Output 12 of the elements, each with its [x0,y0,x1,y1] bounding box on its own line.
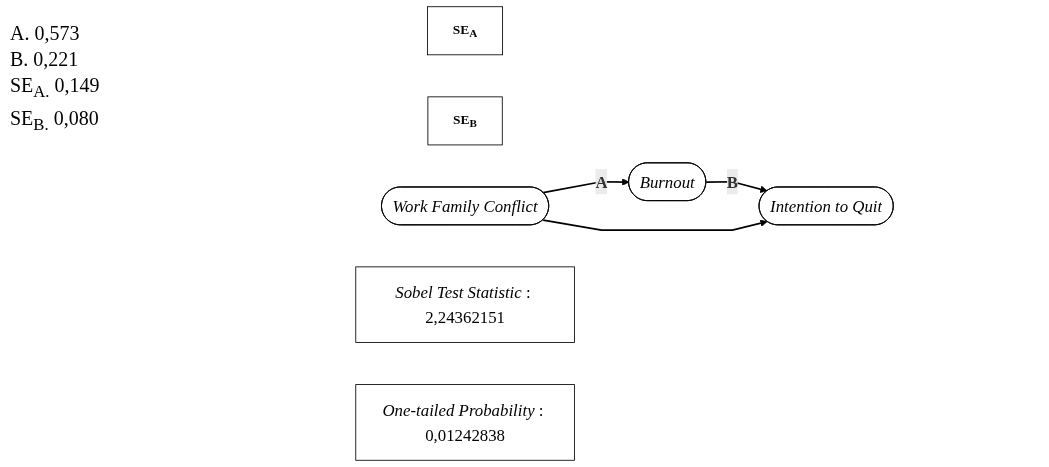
node-box: SE$_{A}$ [427,6,504,56]
node-box: Sobel Test Statistic : 2,24362151 [355,266,575,343]
coefficient-value: B. 0,221 [10,47,80,72]
coefficient-value: SE$_{B.}$ 0,080 [10,106,100,136]
node-box: SE$_{B}$ [427,96,503,146]
node-box: One-tailed Probability : 0,01242838 [355,384,575,461]
arrow [542,219,768,231]
edge-label: A [595,172,608,191]
edge-label: B [726,172,739,191]
arrow [542,178,630,194]
coefficient-value: SE$_{A.}$ 0,149 [10,73,101,103]
coefficient-value: A. 0,573 [10,21,81,46]
